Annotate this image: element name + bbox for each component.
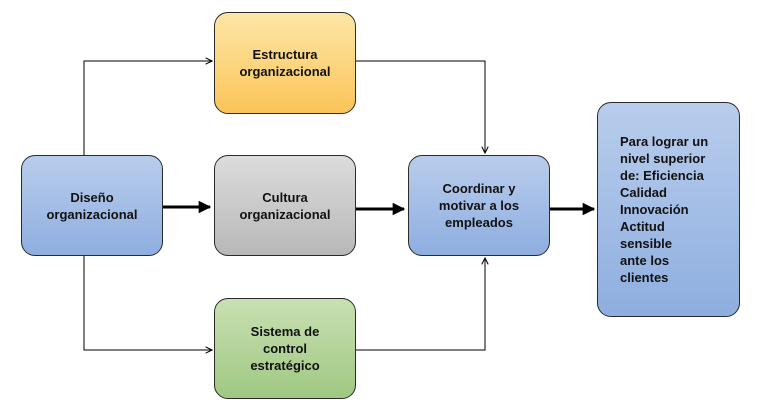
box-lograr-line: clientes (620, 270, 669, 285)
box-coordinar-motivar: Coordinar y motivar a los empleados (408, 155, 550, 256)
connector-diseno-estructura (83, 61, 212, 155)
box-lograr-line: nivel superior (620, 151, 706, 166)
box-lograr-line: Para lograr un (620, 134, 709, 149)
box-diseno-line2: organizacional (46, 206, 138, 222)
box-lograr-line: ante los (620, 253, 670, 268)
box-lograr-line: de: Eficiencia (620, 168, 704, 183)
box-sistema-line3: estratégico (250, 358, 320, 373)
box-lograr-line: sensible (620, 236, 673, 251)
box-cultura-organizacional: Cultura organizacional (214, 155, 356, 256)
box-coordinar-line3: empleados (445, 215, 513, 230)
box-sistema-line2: control (262, 341, 308, 356)
connector-diseno-sistema (83, 256, 212, 350)
box-sistema-control-estrategico: Sistema de control estratégico (214, 298, 356, 399)
box-cultura-line2: organizacional (239, 206, 331, 222)
box-diseno-line1: Diseño (70, 189, 114, 205)
box-coordinar-line1: Coordinar y (442, 181, 516, 196)
connector-sistema-coordinar (356, 258, 485, 351)
box-lograr-line: Calidad (620, 185, 667, 200)
box-lograr-line: Innovación (620, 202, 689, 217)
box-cultura-line1: Cultura (262, 189, 308, 205)
box-sistema-line1: Sistema de (250, 324, 320, 339)
box-estructura-line2: organizacional (239, 64, 331, 79)
box-estructura-organizacional: Estructura organizacional (214, 12, 356, 114)
connector-estructura-coordinar (356, 60, 485, 153)
box-coordinar-line2: motivar a los (438, 198, 520, 213)
box-estructura-line1: Estructura (252, 47, 318, 62)
box-nivel-superior: Para lograr un nivel superior de: Eficie… (597, 102, 740, 317)
box-lograr-line: Actitud (620, 219, 665, 234)
box-diseno-organizacional: Diseño organizacional (21, 155, 163, 256)
